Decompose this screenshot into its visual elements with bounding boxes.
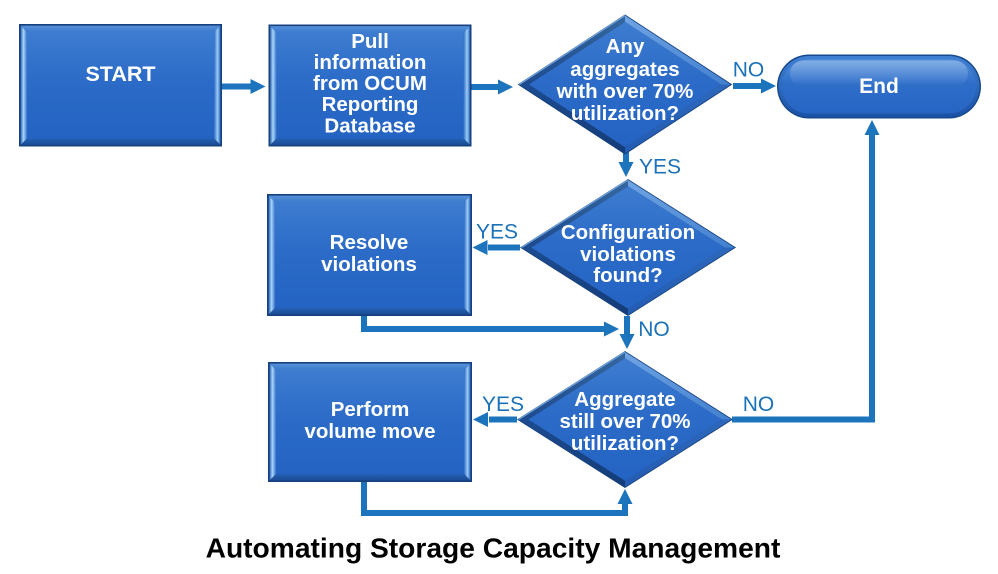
svg-text:utilization?: utilization? [571,432,679,455]
svg-text:Perform: Perform [331,398,410,421]
svg-text:violations: violations [580,243,676,266]
svg-text:End: End [859,75,899,98]
svg-text:violations: violations [321,253,417,276]
svg-text:Resolve: Resolve [330,231,409,254]
svg-text:Reporting: Reporting [322,93,419,116]
svg-text:Aggregate: Aggregate [574,388,675,411]
svg-text:YES: YES [639,156,681,179]
svg-text:found?: found? [593,264,662,287]
svg-text:with over 70%: with over 70% [556,80,694,103]
svg-text:NO: NO [743,393,775,416]
svg-text:aggregates: aggregates [570,58,679,81]
svg-text:volume move: volume move [304,420,435,443]
svg-text:from OCUM: from OCUM [313,72,427,95]
svg-text:Any: Any [606,35,645,58]
svg-text:Database: Database [324,115,415,138]
svg-text:NO: NO [638,318,670,341]
svg-text:YES: YES [482,393,524,416]
svg-text:START: START [85,62,155,86]
svg-text:still over 70%: still over 70% [559,410,690,433]
svg-text:utilization?: utilization? [571,102,679,125]
svg-text:Pull: Pull [351,30,389,53]
svg-text:Configuration: Configuration [561,221,695,244]
svg-text:NO: NO [733,59,765,82]
svg-text:information: information [314,51,427,74]
svg-text:Automating Storage Capacity Ma: Automating Storage Capacity Management [206,532,781,564]
svg-text:YES: YES [476,221,518,244]
